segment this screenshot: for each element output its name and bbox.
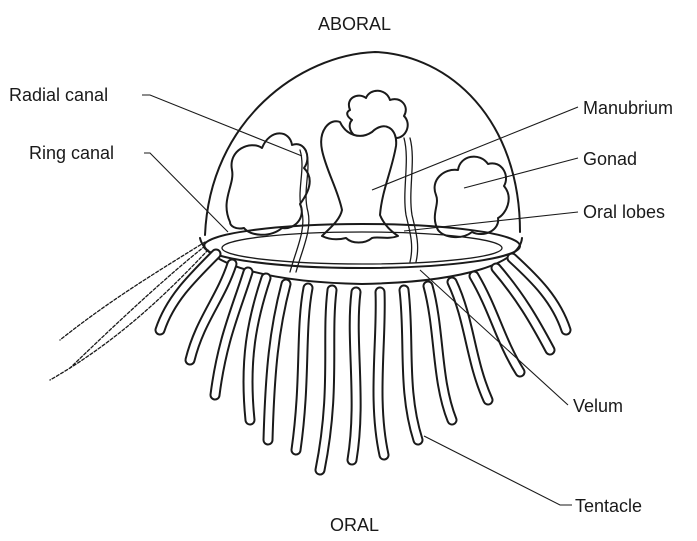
velum-label: Velum [573,397,623,415]
leader-ring-canal [144,153,228,232]
oral-label: ORAL [330,516,379,534]
leader-radial-canal [142,95,302,156]
aboral-label: ABORAL [318,15,391,33]
tentacles-group [160,254,566,470]
radial-canal-label: Radial canal [9,86,108,104]
manubrium-label: Manubrium [583,99,673,117]
gonad-label: Gonad [583,150,637,168]
ring-canal-label: Ring canal [29,144,114,162]
oral-lobes-label: Oral lobes [583,203,665,221]
gonad-right [435,157,509,237]
leader-tentacle [424,436,572,505]
contracted-tentacles-group [50,242,208,380]
gonad-left [227,133,310,234]
tentacle-label: Tentacle [575,497,642,515]
